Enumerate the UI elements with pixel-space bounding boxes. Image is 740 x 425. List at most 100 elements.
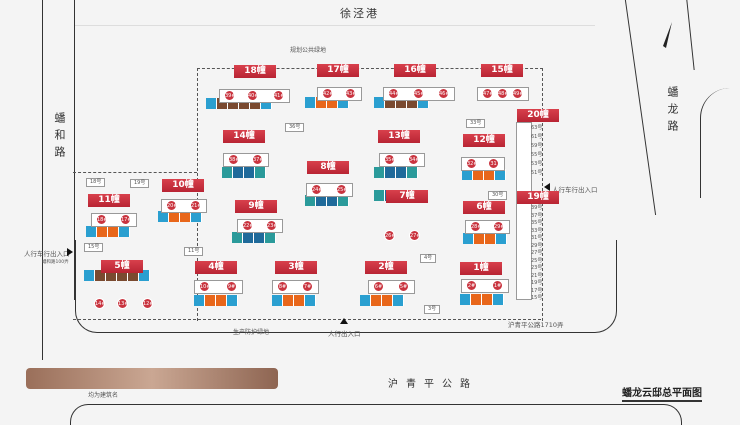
- legend-note: 均为建筑名: [88, 392, 119, 399]
- unit-type-cell: [371, 295, 382, 306]
- building-label[interactable]: 13幢: [378, 130, 420, 143]
- unit-number: 7#: [302, 281, 313, 292]
- building-label[interactable]: 20幢: [517, 109, 559, 122]
- column-number: 27号: [531, 250, 543, 256]
- building-label[interactable]: 2幢: [365, 261, 407, 274]
- column-number: 51号: [531, 170, 543, 176]
- column-number: 23号: [531, 265, 543, 271]
- unit-type-cell: [471, 294, 482, 305]
- unit-type-cell: [294, 295, 305, 306]
- building-label[interactable]: 19幢: [517, 191, 559, 204]
- unit-number: 43#: [345, 88, 357, 99]
- building-label[interactable]: 15幢: [481, 64, 523, 77]
- east-entrance[interactable]: 人行车行出入口: [552, 186, 598, 194]
- building-label[interactable]: 11幢: [88, 194, 130, 207]
- unit-type-cell: [261, 98, 272, 109]
- building-label[interactable]: 5幢: [101, 260, 143, 273]
- unit-type-cell: [460, 294, 471, 305]
- small-building-tag: 18号: [86, 178, 106, 187]
- column-number: 25号: [531, 257, 543, 264]
- small-building-tag: 33号: [466, 119, 486, 128]
- unit-type-cell: [382, 295, 393, 306]
- unit-type-cell: [217, 98, 228, 109]
- south-lane-label: 沪青平公路1710弄: [508, 321, 564, 329]
- site-dashed-boundary-south: [73, 319, 541, 320]
- unit-type-cell: [496, 233, 507, 244]
- unit-type-cell: [396, 97, 407, 108]
- unit-type-cell: [244, 167, 255, 178]
- unit-type-cell: [482, 294, 493, 305]
- unit-type-cell: [305, 97, 316, 108]
- building-label[interactable]: 1幢: [460, 262, 502, 275]
- south-ped-entrance[interactable]: 人行出入口: [328, 330, 361, 338]
- unit-number: 45#: [413, 88, 425, 99]
- east-curve: [700, 88, 740, 198]
- unit-type-cell: [95, 270, 106, 281]
- north-road-edge: [75, 25, 595, 26]
- unit-type-cell: [484, 169, 495, 180]
- building-label[interactable]: 9幢: [235, 200, 277, 213]
- column-number: 33号: [531, 227, 543, 234]
- unit-number: 49#: [512, 88, 524, 99]
- unit-type-cell: [462, 169, 473, 180]
- unit-type-cell: [265, 232, 276, 243]
- building-label[interactable]: 8幢: [307, 161, 349, 174]
- building-label[interactable]: 7幢: [386, 190, 428, 203]
- small-building-tag: 15号: [84, 243, 104, 252]
- column-number: 61号: [531, 134, 543, 140]
- building-label[interactable]: 3幢: [275, 261, 317, 274]
- unit-number: 39#: [224, 90, 236, 101]
- unit-number: 41#: [273, 90, 285, 101]
- unit-number: 47#: [482, 88, 494, 99]
- unit-type-strip: [460, 294, 504, 305]
- unit-type-cell: [305, 195, 316, 206]
- road-south: 沪青平公路: [388, 379, 478, 390]
- building-label[interactable]: 16幢: [394, 64, 436, 77]
- unit-type-cell: [255, 167, 266, 178]
- unit-type-cell: [232, 232, 243, 243]
- unit-type-cell: [169, 211, 180, 222]
- column-number: 29号: [531, 242, 543, 249]
- unit-type-strip: [272, 295, 316, 306]
- unit-type-cell: [473, 169, 484, 180]
- small-building-tag: 30号: [488, 191, 508, 200]
- building-20-19-column: [516, 122, 532, 300]
- unit-number: 13#: [117, 298, 129, 309]
- unit-type-cell: [191, 211, 202, 222]
- building-label[interactable]: 18幢: [234, 65, 276, 78]
- west-road-edge: [42, 0, 43, 360]
- building-label[interactable]: 12幢: [463, 134, 505, 147]
- unit-type-cell: [385, 97, 396, 108]
- unit-type-cell: [338, 97, 349, 108]
- unit-type-cell: [106, 270, 117, 281]
- unit-number: 32#: [466, 158, 478, 169]
- unit-number: 5#: [398, 281, 409, 292]
- unit-type-cell: [374, 167, 385, 178]
- unit-number: 21#: [190, 200, 202, 211]
- building-label[interactable]: 10幢: [162, 179, 204, 192]
- building-label[interactable]: 6幢: [463, 201, 505, 214]
- column-number: 35号: [531, 220, 543, 226]
- unit-number: 8#: [277, 281, 288, 292]
- unit-number: 6#: [373, 281, 384, 292]
- column-number: 17号: [531, 287, 543, 294]
- building-label[interactable]: 14幢: [223, 130, 265, 143]
- unit-type-cell: [396, 167, 407, 178]
- unit-type-cell: [327, 195, 338, 206]
- column-number: 53号: [531, 161, 543, 167]
- unit-number: 12#: [142, 298, 154, 309]
- unit-type-cell: [250, 98, 261, 109]
- west-entrance[interactable]: 人行车行出入口: [24, 250, 70, 258]
- column-number: 55号: [531, 152, 543, 158]
- unit-number: 42#: [322, 88, 334, 99]
- building-label[interactable]: 4幢: [195, 261, 237, 274]
- unit-number: 37#: [252, 154, 264, 165]
- unit-type-cell: [407, 167, 418, 178]
- unit-type-strip: [84, 270, 150, 281]
- unit-number: 1#: [492, 280, 503, 291]
- unit-type-strip: [463, 233, 507, 244]
- unit-type-cell: [180, 211, 191, 222]
- building-label[interactable]: 17幢: [317, 64, 359, 77]
- unit-type-cell: [316, 195, 327, 206]
